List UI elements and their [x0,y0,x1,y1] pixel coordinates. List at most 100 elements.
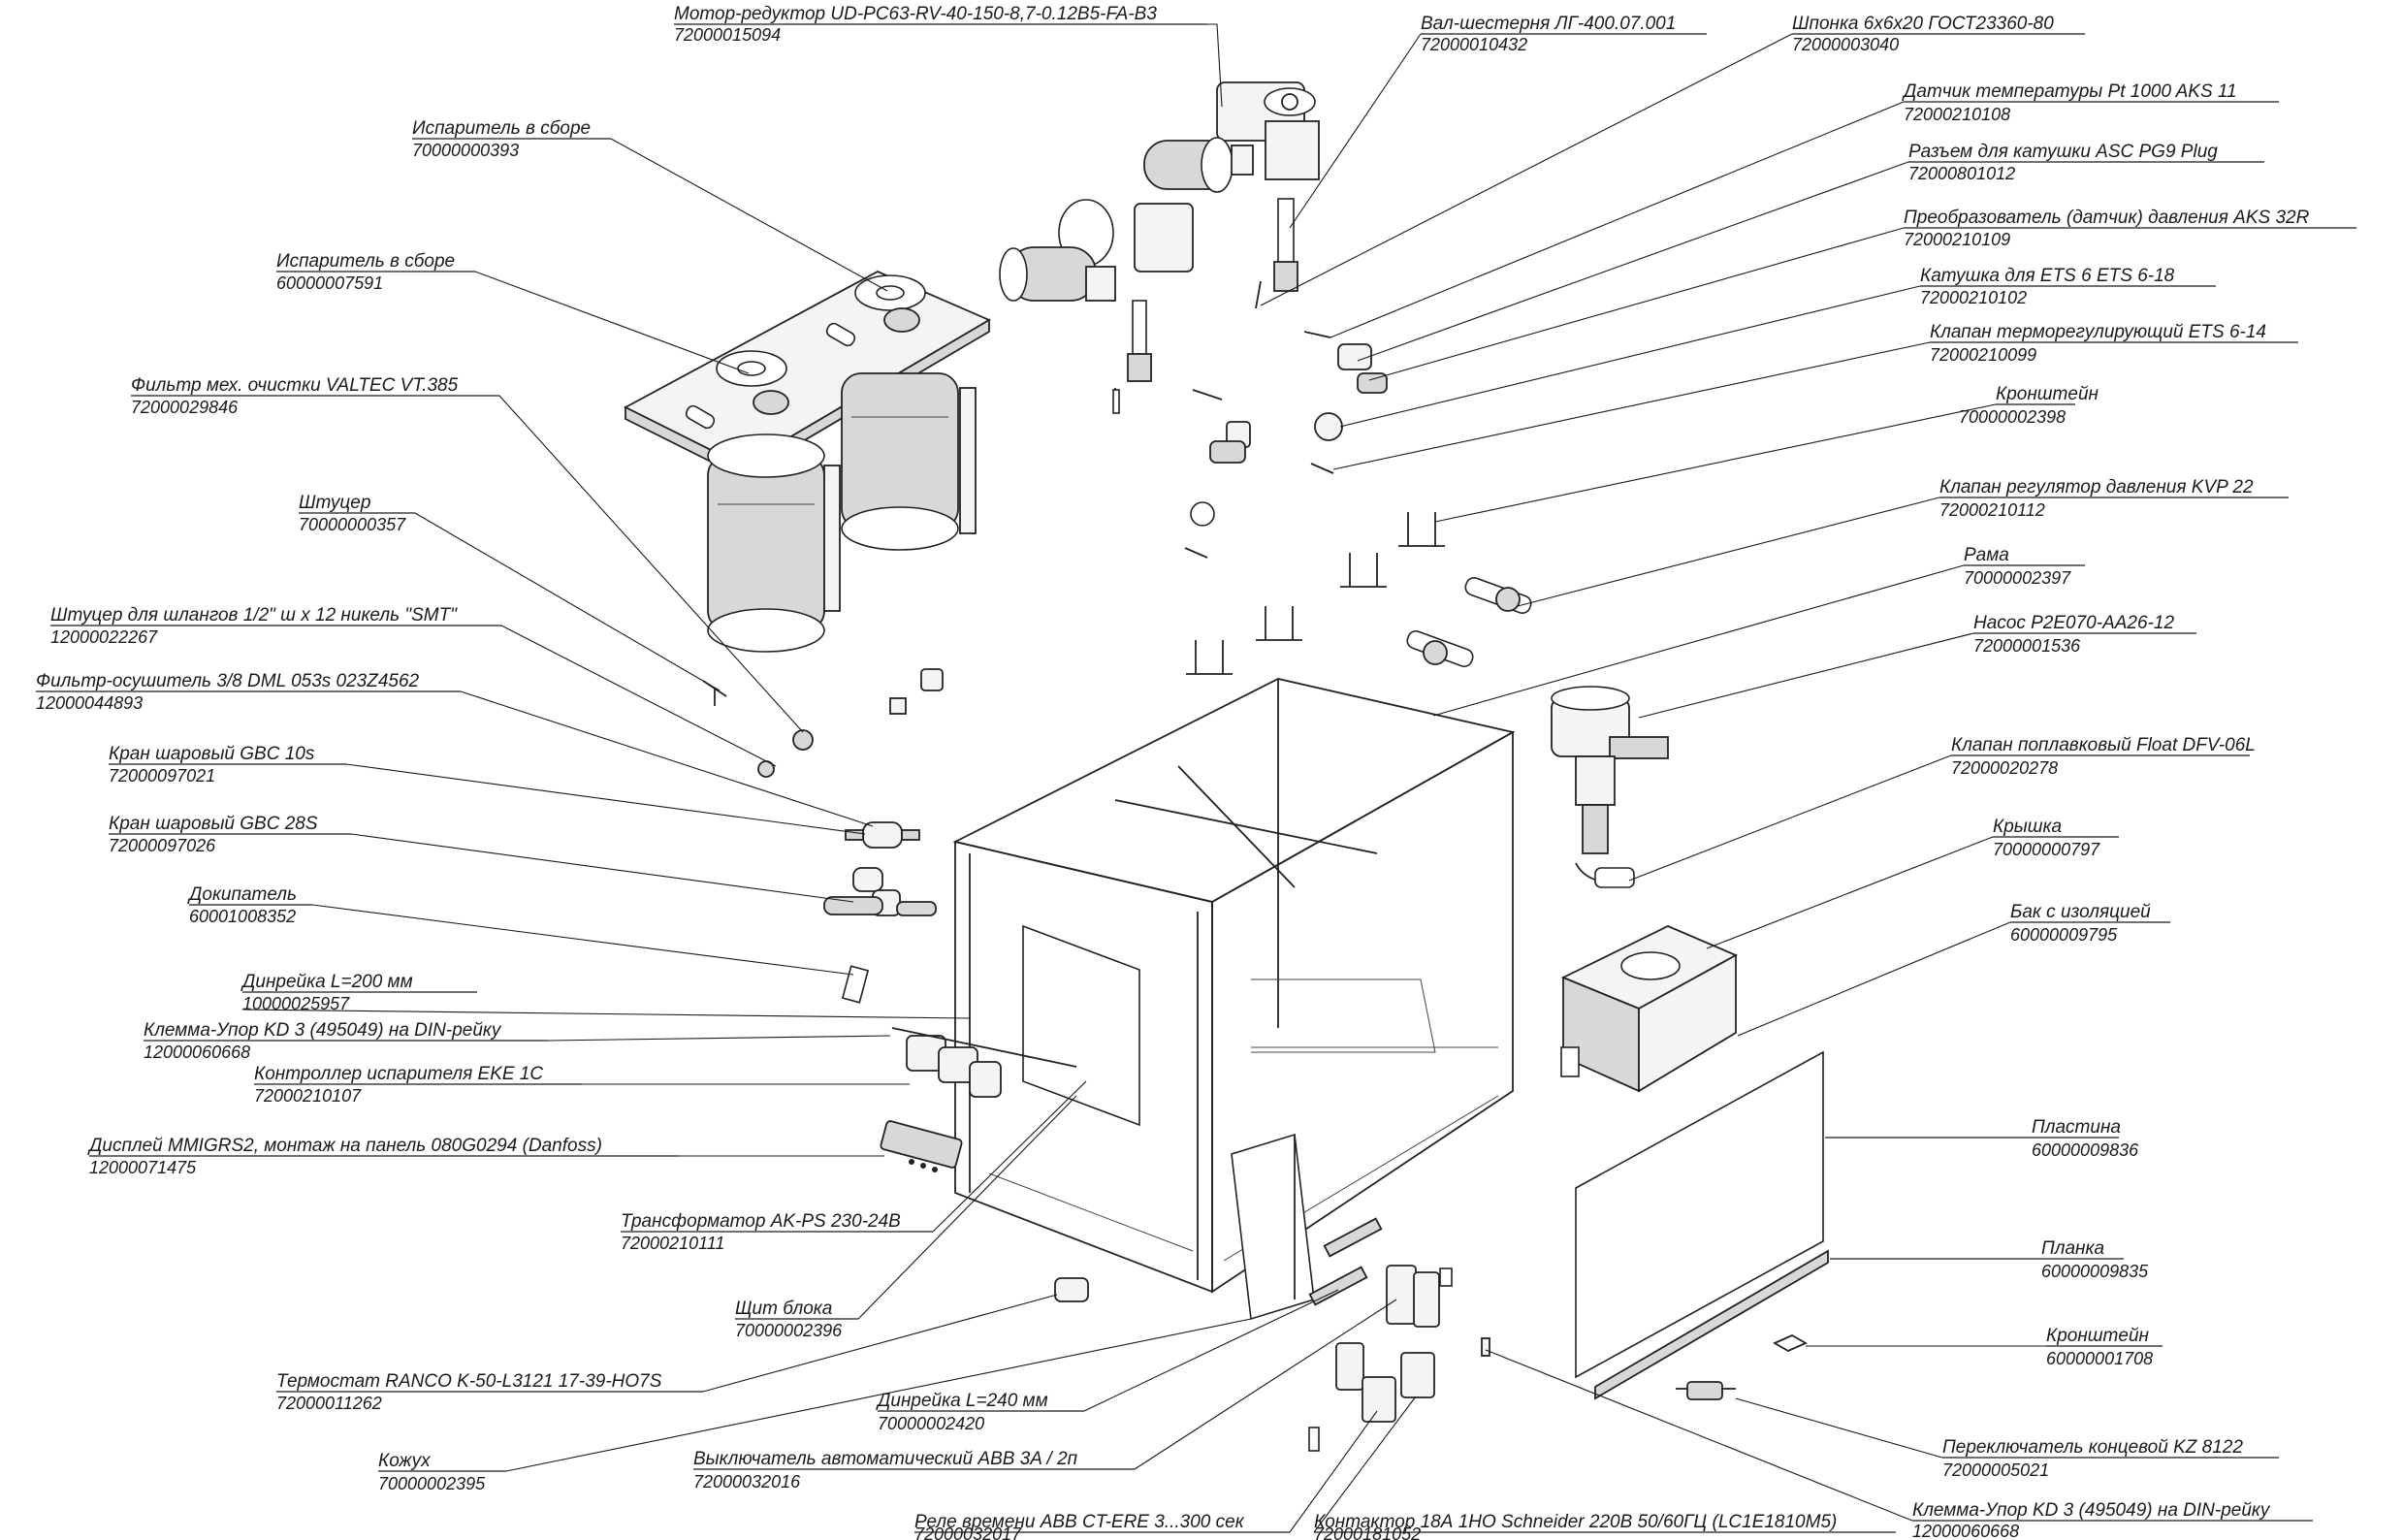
svg-text:Клемма-Упор KD 3 (495049) на D: Клемма-Упор KD 3 (495049) на DIN-рейку [1912,1500,2271,1521]
svg-text:72000032017: 72000032017 [914,1524,1022,1540]
svg-text:72000210111: 72000210111 [621,1234,724,1253]
callout-float-valve: Клапан поплавковый Float DFV-06L 7200002… [1628,735,2256,882]
svg-text:Кожух: Кожух [378,1451,432,1471]
svg-text:Штуцер для шлангов 1/2" ш х 12: Штуцер для шлангов 1/2" ш х 12 никель "S… [50,605,458,626]
svg-text:Планка: Планка [2041,1238,2104,1259]
callout-display: Дисплей MMIGRS2, монтаж на панель 080G02… [87,1136,884,1177]
svg-text:Термостат RANCO K-50-L3121 17-: Термостат RANCO K-50-L3121 17-39-HO7S [276,1371,662,1392]
frame-part [952,678,1516,1294]
callout-contactor: Контактор 18А 1НО Schneider 220В 50/60ГЦ… [1313,1396,1896,1540]
control-panel-part [880,924,1140,1172]
callout-din-rail-240: Динрейка L=240 мм 70000002420 [876,1289,1339,1433]
callout-thermostat: Термостат RANCO K-50-L3121 17-39-HO7S 72… [276,1294,1058,1413]
svg-text:72000210112: 72000210112 [1939,500,2045,520]
svg-text:72000210107: 72000210107 [254,1086,362,1106]
svg-text:72000210102: 72000210102 [1920,288,2027,307]
small-parts-right [1481,1333,1808,1400]
svg-text:Испаритель в сборе: Испаритель в сборе [412,118,591,139]
svg-text:Крышка: Крышка [1993,817,2062,837]
svg-text:Клапан терморегулирующий ETS 6: Клапан терморегулирующий ETS 6-14 [1930,322,2266,342]
callout-labels: Мотор-редуктор UD-PC63-RV-40-150-8,7-0.1… [36,4,2356,1540]
svg-text:72000020278: 72000020278 [1951,758,2058,778]
svg-text:Реле времени ABB CT-ERE 3...30: Реле времени ABB CT-ERE 3...300 сек [914,1512,1245,1532]
callout-filter-drier: Фильтр-осушитель 3/8 DML 053s 023Z4562 1… [36,671,874,827]
callout-coil-connector: Разъем для катушки ASC PG9 Plug 72000801… [1357,142,2264,362]
svg-text:Переключатель концевой KZ 8122: Переключатель концевой KZ 8122 [1942,1437,2243,1458]
svg-text:Щит блока: Щит блока [735,1299,832,1319]
svg-text:Клемма-Упор KD 3 (495049) на D: Клемма-Упор KD 3 (495049) на DIN-рейку [144,1020,502,1041]
sensors-valves-part [1112,331,1388,559]
callout-ball-valve-10s: Кран шаровый GBC 10s 72000097021 [109,744,866,835]
svg-text:72000005021: 72000005021 [1942,1460,2049,1480]
svg-text:Динрейка L=200 мм: Динрейка L=200 мм [240,972,413,992]
callout-evaporator-controller: Контроллер испарителя EKE 1C 72000210107 [254,1064,910,1106]
svg-text:72000097021: 72000097021 [109,766,215,786]
motor-reducer-part [999,81,1320,302]
svg-text:12000071475: 12000071475 [89,1158,197,1177]
callout-cover: Крышка 70000000797 [1706,817,2119,949]
svg-text:72000097026: 72000097026 [109,836,216,855]
svg-text:Рама: Рама [1964,545,2009,565]
callout-time-relay: Реле времени ABB CT-ERE 3...300 сек 7200… [914,1410,1378,1540]
callout-fitting: Штуцер 70000000357 [299,493,721,691]
callout-circuit-breaker: Выключатель автоматический ABB 3A / 2п 7… [693,1299,1397,1492]
svg-text:Выключатель автоматический ABB: Выключатель автоматический ABB 3A / 2п [693,1449,1078,1469]
callout-limit-switch: Переключатель концевой KZ 8122 720000050… [1735,1397,2279,1480]
callout-plate: Пластина 60000009836 [1825,1117,2139,1160]
svg-text:72000032016: 72000032016 [693,1472,801,1492]
svg-text:Фильтр мех. очистки VALTEC VT.: Фильтр мех. очистки VALTEC VT.385 [131,375,459,396]
svg-text:60000007591: 60000007591 [276,273,383,293]
callout-din-rail-200: Динрейка L=200 мм 10000025957 [240,972,971,1019]
svg-text:72000015094: 72000015094 [674,25,781,45]
callout-bracket-top: Кронштейн 70000002398 [1434,384,2099,523]
svg-text:60001008352: 60001008352 [189,907,296,926]
plate-part [1575,1050,1829,1400]
svg-text:70000002395: 70000002395 [378,1474,486,1493]
svg-text:Насос P2E070-AA26-12: Насос P2E070-AA26-12 [1973,613,2174,633]
svg-text:Штуцер: Штуцер [299,493,370,513]
callout-pump: Насос P2E070-AA26-12 72000001536 [1638,613,2196,719]
callout-mechanical-filter: Фильтр мех. очистки VALTEC VT.385 720000… [131,375,804,733]
callout-din-end-stop-right: Клемма-Упор KD 3 (495049) на DIN-рейку 1… [1485,1349,2313,1540]
callout-key: Шпонка 6х6х20 ГОСТ23360-80 72000003040 [1260,14,2085,306]
svg-text:72000801012: 72000801012 [1908,164,2015,183]
svg-text:70000002396: 70000002396 [735,1321,843,1340]
svg-text:Кран шаровый GBC 28S: Кран шаровый GBC 28S [109,814,318,834]
svg-text:60000001708: 60000001708 [2046,1349,2153,1368]
svg-text:72000210099: 72000210099 [1930,345,2036,365]
svg-text:70000000357: 70000000357 [299,515,406,534]
svg-text:Контактор 18А 1НО Schneider 22: Контактор 18А 1НО Schneider 220В 50/60ГЦ… [1314,1512,1837,1532]
svg-text:Кран шаровый GBC 10s: Кран шаровый GBC 10s [109,744,315,764]
callout-strip: Планка 60000009835 [1830,1238,2149,1281]
callout-finisher: Докипатель 60001008352 [187,884,854,976]
svg-text:70000000797: 70000000797 [1993,840,2100,859]
callout-control-panel: Щит блока 70000002396 [735,1095,1077,1340]
pump-part [1551,686,1669,888]
svg-text:72000181052: 72000181052 [1314,1524,1421,1540]
svg-text:Мотор-редуктор UD-PC63-RV-40-1: Мотор-редуктор UD-PC63-RV-40-150-8,7-0.1… [674,4,1157,24]
svg-text:10000025957: 10000025957 [242,994,350,1013]
svg-text:Дисплей MMIGRS2, монтаж на пан: Дисплей MMIGRS2, монтаж на панель 080G02… [87,1136,602,1156]
pressure-regulator-part [1406,577,1532,667]
svg-text:Пластина: Пластина [2032,1117,2121,1138]
svg-text:12000060668: 12000060668 [1912,1522,2019,1540]
svg-text:Катушка для ETS 6 ETS 6-18: Катушка для ETS 6 ETS 6-18 [1920,266,2175,286]
svg-text:Трансформатор AK-PS 230-24B: Трансформатор AK-PS 230-24B [621,1211,901,1232]
brackets-part [1186,512,1445,675]
callout-evaporator-60000007591: Испаритель в сборе 60000007591 [276,251,750,374]
svg-text:Датчик температуры Pt 1000 AKS: Датчик температуры Pt 1000 AKS 11 [1902,81,2237,102]
callout-gear-shaft: Вал-шестерня ЛГ-400.07.001 72000010432 [1289,14,1707,229]
svg-text:60000009836: 60000009836 [2032,1140,2139,1160]
evaporator-assembly-part [624,271,991,653]
callout-kvp-valve: Клапан регулятор давления KVP 22 7200021… [1517,477,2289,607]
svg-text:72000210109: 72000210109 [1904,230,2010,249]
fittings-left-part [702,668,944,1004]
display-keypad-icon [909,1159,938,1172]
svg-text:70000002398: 70000002398 [1959,407,2066,427]
svg-text:Клапан поплавковый Float DFV-0: Клапан поплавковый Float DFV-06L [1951,735,2256,755]
housing-part [1054,1133,1453,1452]
callout-din-end-stop-left: Клемма-Упор KD 3 (495049) на DIN-рейку 1… [144,1020,891,1062]
callout-hose-fitting: Штуцер для шлангов 1/2" ш х 12 никель "S… [50,605,777,767]
svg-text:70000000393: 70000000393 [412,141,519,160]
svg-text:72000029846: 72000029846 [131,398,239,417]
